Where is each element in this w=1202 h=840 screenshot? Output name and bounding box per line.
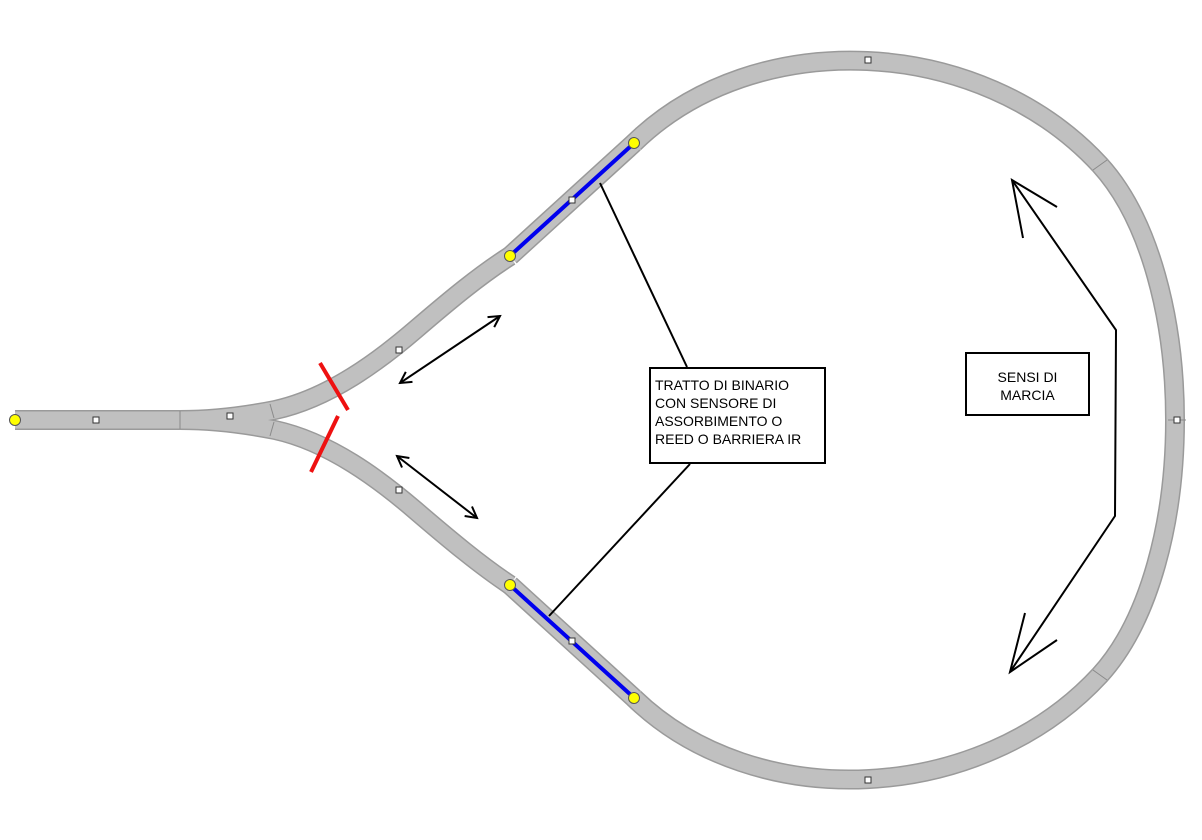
directions-label-line-1: SENSI DI: [997, 369, 1058, 385]
lower-branch-double-arrow: [397, 456, 477, 518]
branch-arrows: [397, 316, 500, 518]
lower-isolation-cut: [309, 415, 340, 473]
track-marker: [568, 196, 576, 204]
track-endpoint-dot: [628, 137, 640, 149]
directions-label-line-2: MARCIA: [1000, 387, 1055, 403]
track-marker: [568, 637, 576, 645]
sensor-label-line-1: TRATTO DI BINARIO: [655, 377, 790, 393]
loop-joint-upper: [1092, 159, 1108, 171]
lower-branch-track-edge: [179, 410, 516, 594]
upper-branch-double-arrow: [400, 316, 500, 383]
upper-branch-track-edge: [15, 247, 516, 430]
upper-branch-track: [15, 248, 515, 429]
track-marker: [92, 416, 100, 424]
track-marker: [864, 56, 872, 64]
switch-frog-joint-upper: [269, 403, 275, 419]
leader-lines: [548, 182, 691, 617]
track-joints: [179, 159, 1186, 681]
travel-directions-label: SENSI DI MARCIA: [965, 352, 1090, 416]
travel-arrowhead-down: [1008, 612, 1058, 675]
travel-direction-path: [1009, 179, 1118, 673]
upper-isolation-cut: [318, 361, 350, 412]
sensor-section-label: TRATTO DI BINARIO CON SENSORE DI ASSORBI…: [649, 367, 826, 464]
track-marker: [395, 486, 403, 494]
track-marker: [226, 412, 234, 420]
travel-direction-arrow: [1008, 177, 1118, 675]
isolation-cuts: [309, 361, 350, 473]
switch-frog-joint-lower: [269, 421, 275, 437]
sensor-label-line-3: ASSORBIMENTO O: [655, 413, 783, 429]
track-endpoint-dot: [504, 250, 516, 262]
upper-leader-line: [599, 182, 688, 368]
sensor-label-line-2: CON SENSORE DI: [655, 395, 777, 411]
track-endpoint-dot: [9, 414, 21, 426]
track-marker: [864, 776, 872, 784]
sensor-label-line-4: REED O BARRIERA IR: [655, 431, 802, 447]
track-endpoint-dot: [504, 579, 516, 591]
track-marker: [395, 346, 403, 354]
lower-branch-track: [179, 411, 515, 593]
travel-arrowhead-up: [1010, 177, 1058, 239]
track-endpoint-dot: [628, 692, 640, 704]
track-fills: [15, 52, 1184, 789]
track-endpoints: [9, 137, 640, 704]
lower-leader-line: [548, 463, 691, 617]
loop-joint-lower: [1092, 669, 1108, 681]
track-marker: [1173, 416, 1181, 424]
